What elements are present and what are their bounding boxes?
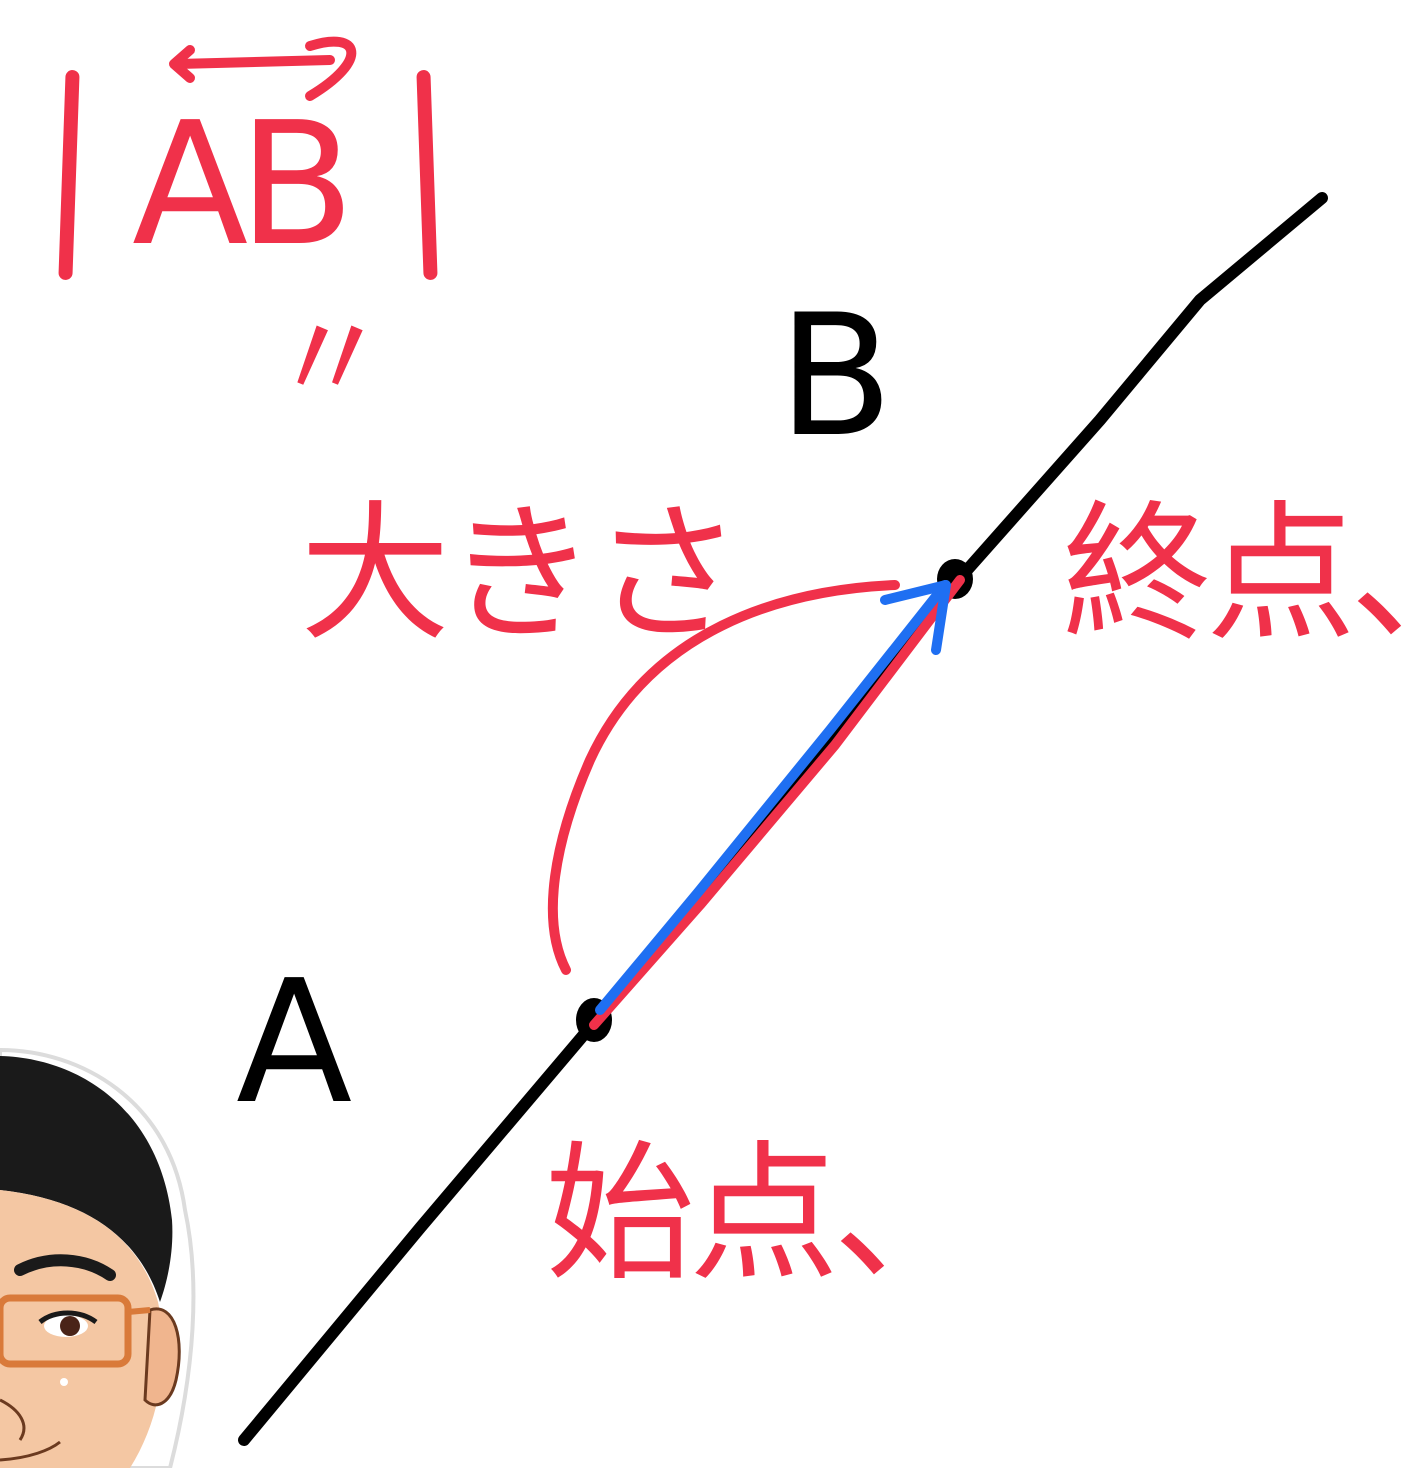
vector-text-ab: AB [132, 86, 355, 284]
vector-arrow-head [880, 580, 951, 655]
vector-arrow-over-ab [169, 36, 357, 101]
vector-magnitude-notation: AB [40, 30, 480, 281]
abs-bar-left [58, 69, 80, 281]
end-point-label: 終点、 [1062, 488, 1408, 662]
vector-arrow-shaft [595, 580, 950, 1015]
start-point-label: 始点、 [545, 1128, 983, 1302]
abs-bar-right [416, 69, 438, 281]
magnitude-arc [547, 580, 900, 975]
point-a-label: A [236, 944, 353, 1142]
ditto-mark: 〃 [270, 290, 390, 429]
magnitude-label: 大きさ [300, 488, 742, 662]
teacher-avatar-icon [0, 1047, 196, 1468]
point-b-label: B [778, 278, 894, 474]
red-segment [589, 575, 965, 1030]
line-through-a-b [238, 192, 1328, 1446]
